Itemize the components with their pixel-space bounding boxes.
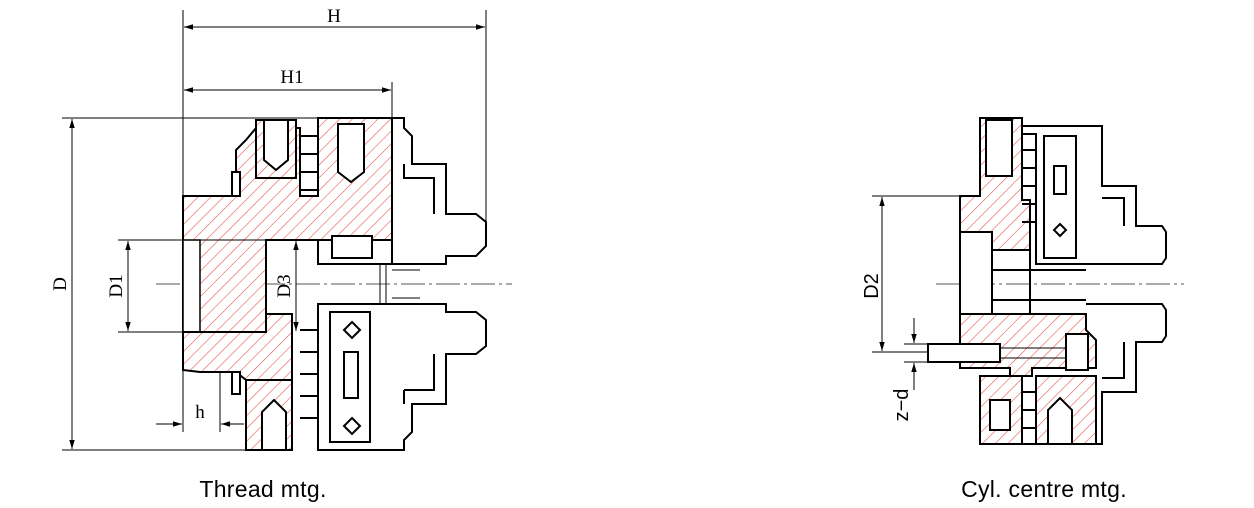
thread-mounting-view: H H1 D D1 D3 h Thread mtg. [50,6,512,502]
jaw-window-right [1053,165,1067,195]
scroll-teeth-top-right [1022,149,1036,223]
scroll-teeth-top [300,135,318,191]
centre-flange [959,231,993,315]
jaw-steps-bottom [403,354,435,404]
thread-bore [182,239,201,333]
screw-head-bottom [261,398,287,451]
retaining-pin-top [231,171,241,197]
cylindrical-centre-mounting-view: D2 z−d Cyl. centre mtg. [861,117,1184,502]
mounting-bolt [927,343,1001,363]
dim-h-label: h [195,402,205,423]
jaw-window [343,351,359,399]
chuck-body-bottom-right [1022,303,1167,445]
body-bolt-top [337,123,365,184]
dimensions-right: D2 z−d [861,195,960,422]
screw-top-right [985,119,1013,177]
dim-D-label: D [50,277,71,291]
jaw-steps-top-right [1102,197,1125,226]
dimensions-left: H H1 D D1 D3 h [50,6,487,451]
caption-cyl-centre-mtg: Cyl. centre mtg. [961,476,1127,502]
caption-thread-mtg: Thread mtg. [199,476,326,502]
jaw-steps-top [317,164,435,265]
jaw-slot [329,311,371,443]
diamond-top [342,320,362,340]
diamond-bottom [342,416,362,436]
scroll-teeth-bottom-right [1022,391,1036,429]
scroll-teeth-bottom [300,329,318,419]
diamond-right [1052,222,1068,238]
jaw-slot-right [1043,135,1077,259]
screw-bottom-right [1047,396,1073,445]
screw-head-top [263,119,289,172]
dim-D3-label: D3 [274,274,295,297]
chuck-body-top [318,117,487,265]
dim-D1-label: D1 [106,274,127,297]
dim-H-label: H [327,6,341,27]
dim-H1-label: H1 [280,67,303,88]
retaining-pin-bottom [231,371,241,395]
dim-D2-label: D2 [861,273,883,299]
bolt-shank [1000,347,1066,359]
jaw-steps-bottom-right [1102,342,1125,379]
chuck-body-bottom [317,303,487,451]
cylinder-step [992,249,1086,314]
dim-z-d-label: z−d [891,389,913,422]
bolt-head [1065,333,1089,371]
chuck-body-top-right [1022,125,1167,265]
centre-shaft-lines [379,264,420,304]
screw-bottom-left [989,399,1011,431]
center-plug [331,235,373,259]
